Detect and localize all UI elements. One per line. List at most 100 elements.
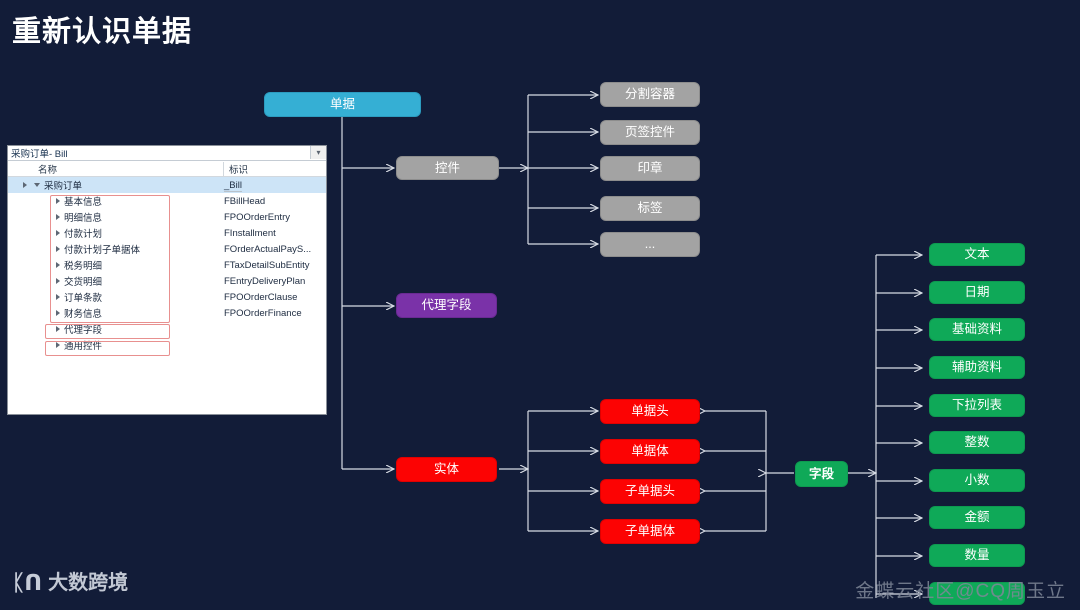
- node-field-base-data[interactable]: 基础资料: [929, 318, 1025, 341]
- chevron-right-icon: [56, 262, 60, 268]
- node-label: 代理字段: [421, 298, 472, 313]
- node-control[interactable]: 控件: [396, 156, 499, 180]
- row-gutter: [8, 225, 34, 241]
- node-proxy-field[interactable]: 代理字段: [396, 293, 497, 318]
- tree-row-name: 明细信息: [34, 210, 219, 224]
- node-field-text[interactable]: 文本: [929, 243, 1025, 266]
- tree-row[interactable]: 税务明细 FTaxDetailSubEntity: [8, 257, 326, 273]
- node-field[interactable]: 字段: [795, 461, 848, 487]
- chevron-right-icon: [56, 230, 60, 236]
- tree-row[interactable]: 基本信息 FBillHead: [8, 193, 326, 209]
- node-control-split-container[interactable]: 分割容器: [600, 82, 700, 107]
- row-gutter: [8, 321, 34, 337]
- page-title: 重新认识单据: [12, 16, 193, 48]
- tree-row[interactable]: 财务信息 FPOOrderFinance: [8, 305, 326, 321]
- node-label: 金额: [964, 510, 990, 525]
- node-field-dropdown[interactable]: 下拉列表: [929, 394, 1025, 417]
- tree-row-proxy-field[interactable]: 代理字段: [8, 321, 326, 337]
- tree-row-label: 税务明细: [64, 261, 103, 272]
- tree-row[interactable]: 订单条款 FPOOrderClause: [8, 289, 326, 305]
- row-gutter: [8, 241, 34, 257]
- node-label: 数量: [964, 548, 990, 563]
- row-gutter: [8, 209, 34, 225]
- row-gutter: [8, 257, 34, 273]
- tree-row[interactable]: 交货明细 FEntryDeliveryPlan: [8, 273, 326, 289]
- node-bill-root[interactable]: 单据: [264, 92, 421, 117]
- tree-row-identifier: FOrderActualPayS...: [224, 243, 312, 255]
- tree-row[interactable]: 付款计划 FInstallment: [8, 225, 326, 241]
- tree-row-identifier: _Bill: [224, 179, 242, 192]
- row-expander-gutter[interactable]: [8, 177, 34, 193]
- column-header-identifier: 标识: [223, 161, 326, 176]
- row-gutter: [8, 305, 34, 321]
- tree-row[interactable]: 付款计划子单据体 FOrderActualPayS...: [8, 241, 326, 257]
- node-entity-sub-bill-head[interactable]: 子单据头: [600, 479, 700, 504]
- tree-row-name: 付款计划: [34, 226, 219, 240]
- node-field-date[interactable]: 日期: [929, 281, 1025, 304]
- tree-row-name: 财务信息: [34, 306, 219, 320]
- node-label: 页签控件: [624, 125, 675, 140]
- node-label: 基础资料: [951, 322, 1002, 337]
- tree-row-name: 通用控件: [34, 338, 219, 352]
- tree-row-identifier: FTaxDetailSubEntity: [224, 259, 310, 271]
- tree-row-label: 代理字段: [64, 325, 103, 336]
- node-field-more[interactable]: [929, 582, 1025, 605]
- tree-row-root[interactable]: 采购订单 _Bill: [8, 177, 326, 193]
- tree-row-common-control[interactable]: 通用控件: [8, 337, 326, 353]
- tree-row[interactable]: 明细信息 FPOOrderEntry: [8, 209, 326, 225]
- node-control-tab[interactable]: 页签控件: [600, 120, 700, 145]
- watermark: 金蝶云社区@CQ周玉立: [855, 581, 1066, 602]
- tree-row-name: 采购订单: [34, 178, 219, 192]
- node-field-amount[interactable]: 金额: [929, 506, 1025, 529]
- node-label: 字段: [808, 466, 834, 481]
- chevron-right-icon: [23, 182, 27, 188]
- node-label: 文本: [964, 247, 990, 262]
- node-entity-bill-body[interactable]: 单据体: [600, 439, 700, 464]
- brand-logo: ᛕᑎ 大数跨境: [12, 572, 128, 594]
- tree-column-header: 名称 标识: [8, 161, 326, 177]
- node-control-more[interactable]: ...: [600, 232, 700, 257]
- bill-selector-value: 采购订单- Bill: [11, 149, 68, 160]
- node-label: 分割容器: [624, 87, 675, 102]
- tree-row-name: 订单条款: [34, 290, 219, 304]
- tree-row-label: 付款计划子单据体: [64, 245, 141, 256]
- tree-row-identifier: FEntryDeliveryPlan: [224, 275, 306, 287]
- node-entity-bill-head[interactable]: 单据头: [600, 399, 700, 424]
- logo-text: 大数跨境: [48, 572, 129, 594]
- node-label: 辅助资料: [951, 360, 1002, 375]
- tree-row-label: 订单条款: [64, 293, 103, 304]
- tree-row-label: 明细信息: [64, 213, 103, 224]
- tree-row-label: 付款计划: [64, 229, 103, 240]
- row-gutter: [8, 337, 34, 353]
- node-field-assistant-data[interactable]: 辅助资料: [929, 356, 1025, 379]
- chevron-right-icon: [56, 326, 60, 332]
- tree-row-label: 交货明细: [64, 277, 103, 288]
- node-field-integer[interactable]: 整数: [929, 431, 1025, 454]
- header-gutter: [8, 161, 34, 176]
- node-field-decimal[interactable]: 小数: [929, 469, 1025, 492]
- tree-row-label: 采购订单: [44, 181, 83, 192]
- chevron-down-icon: [34, 183, 40, 187]
- tree-row-name: 付款计划子单据体: [34, 242, 219, 256]
- node-control-seal[interactable]: 印章: [600, 156, 700, 181]
- chevron-right-icon: [56, 214, 60, 220]
- row-gutter: [8, 289, 34, 305]
- node-label: 单据体: [631, 444, 669, 459]
- bill-designer-window[interactable]: 采购订单- Bill ▾ 名称 标识 采购订单 _Bill 基本信息: [7, 145, 327, 415]
- node-control-label[interactable]: 标签: [600, 196, 700, 221]
- tree-row-identifier: FPOOrderEntry: [224, 211, 290, 223]
- node-label: 单据头: [631, 404, 669, 419]
- logo-mark-icon: ᛕᑎ: [12, 570, 42, 595]
- row-gutter: [8, 193, 34, 209]
- tree-row-label: 财务信息: [64, 309, 103, 320]
- bill-selector-combo[interactable]: 采购订单- Bill ▾: [8, 146, 326, 161]
- node-label: ...: [644, 237, 656, 252]
- chevron-down-icon[interactable]: ▾: [310, 146, 326, 159]
- node-entity-sub-bill-body[interactable]: 子单据体: [600, 519, 700, 544]
- node-label: 单据: [329, 97, 355, 112]
- tree-row-identifier: FPOOrderFinance: [224, 307, 302, 319]
- node-entity[interactable]: 实体: [396, 457, 497, 482]
- tree-row-identifier: FInstallment: [224, 227, 276, 239]
- node-field-quantity[interactable]: 数量: [929, 544, 1025, 567]
